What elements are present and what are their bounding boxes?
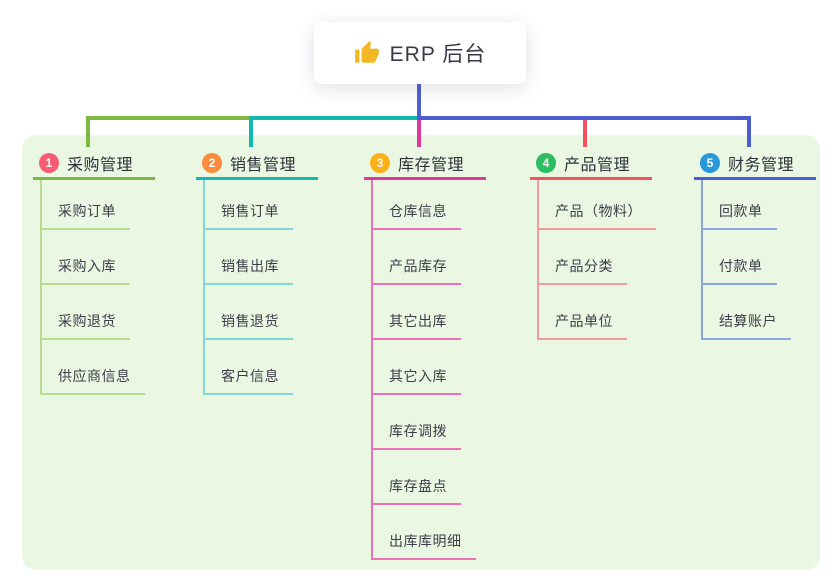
- branch-label: 财务管理: [728, 156, 795, 174]
- branch-child-line: [537, 180, 539, 340]
- thumbs-up-icon: [354, 40, 380, 66]
- child-node[interactable]: 销售退货: [203, 309, 293, 340]
- child-node[interactable]: 供应商信息: [40, 364, 145, 395]
- branch-badge: 2: [202, 152, 222, 173]
- child-node[interactable]: 采购订单: [40, 199, 130, 230]
- branch-label: 销售管理: [230, 156, 297, 174]
- branch-header-5[interactable]: 5 财务管理: [694, 148, 816, 180]
- child-node[interactable]: 产品（物料）: [537, 199, 656, 230]
- child-node[interactable]: 仓库信息: [371, 199, 461, 230]
- child-node[interactable]: 采购退货: [40, 309, 130, 340]
- child-node[interactable]: 库存调拨: [371, 419, 461, 450]
- child-node[interactable]: 销售出库: [203, 254, 293, 285]
- branch-child-line: [40, 180, 42, 395]
- child-node[interactable]: 产品库存: [371, 254, 461, 285]
- child-node[interactable]: 产品分类: [537, 254, 627, 285]
- branch-header-1[interactable]: 1 采购管理: [33, 148, 155, 180]
- branch-drop-3: [417, 120, 421, 147]
- branch-header-2[interactable]: 2 销售管理: [196, 148, 318, 180]
- root-node[interactable]: ERP 后台: [314, 22, 526, 84]
- trunk-line: [417, 84, 421, 120]
- child-node[interactable]: 其它出库: [371, 309, 461, 340]
- branch-header-4[interactable]: 4 产品管理: [530, 148, 652, 180]
- branch-header-3[interactable]: 3 库存管理: [364, 148, 486, 180]
- branch-badge: 4: [536, 152, 556, 173]
- root-label: ERP 后台: [389, 43, 487, 66]
- branch-badge: 5: [700, 152, 720, 173]
- child-node[interactable]: 出库库明细: [371, 529, 476, 560]
- child-node[interactable]: 付款单: [701, 254, 777, 285]
- content-panel: [22, 135, 820, 570]
- branch-child-line: [371, 180, 373, 560]
- branch-drop-4: [583, 120, 587, 147]
- child-node[interactable]: 采购入库: [40, 254, 130, 285]
- branch-badge: 3: [370, 152, 390, 173]
- child-node[interactable]: 产品单位: [537, 309, 627, 340]
- bus-segment-1: [86, 116, 253, 120]
- branch-label: 采购管理: [67, 156, 134, 174]
- child-node[interactable]: 其它入库: [371, 364, 461, 395]
- child-node[interactable]: 库存盘点: [371, 474, 461, 505]
- branch-label: 产品管理: [564, 156, 631, 174]
- child-node[interactable]: 客户信息: [203, 364, 293, 395]
- child-node[interactable]: 结算账户: [701, 309, 791, 340]
- branch-drop-2: [249, 116, 253, 147]
- child-node[interactable]: 回款单: [701, 199, 777, 230]
- branch-label: 库存管理: [398, 156, 465, 174]
- child-node[interactable]: 销售订单: [203, 199, 293, 230]
- bus-segment-2: [249, 116, 421, 120]
- branch-badge: 1: [39, 152, 59, 173]
- branch-child-line: [203, 180, 205, 395]
- branch-drop-1: [86, 116, 90, 147]
- branch-drop-5: [747, 116, 751, 147]
- bus-segment-3: [417, 116, 751, 120]
- branch-child-line: [701, 180, 703, 340]
